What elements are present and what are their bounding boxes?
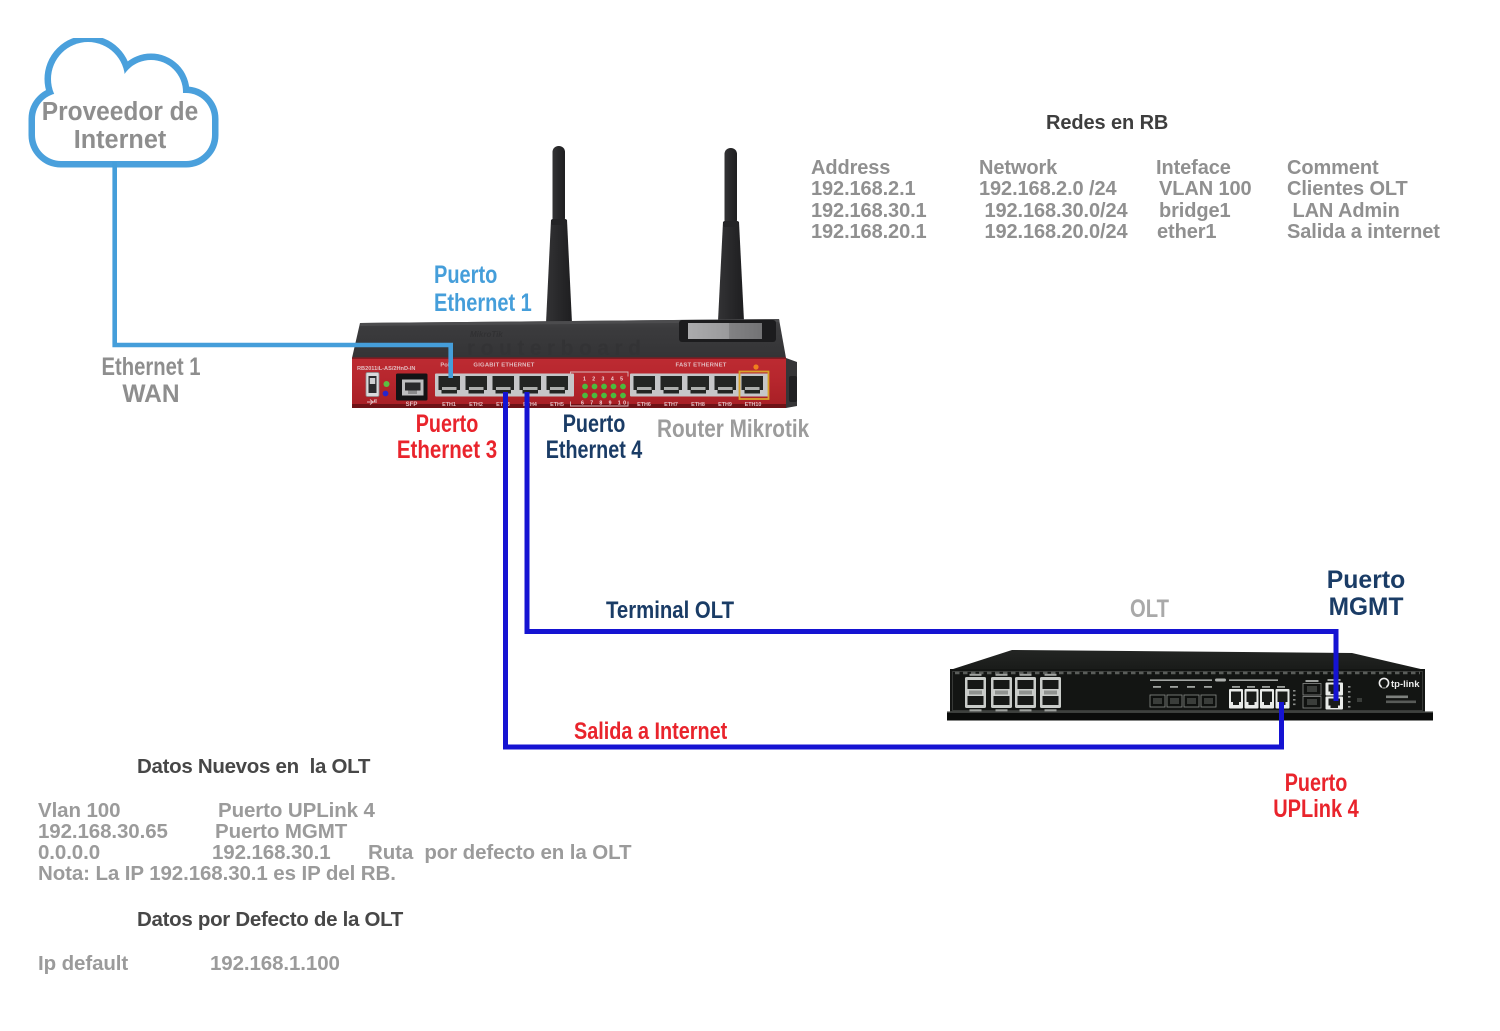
table-cell: bridge1 — [1159, 199, 1231, 222]
table-cell: 192.168.20.0/24 — [979, 221, 1128, 243]
olt-base — [947, 711, 1433, 721]
cloud-shape — [28, 38, 219, 168]
table-cell: 192.168.2.0 /24 — [979, 178, 1117, 200]
label-puerto-uplink4-line2: UPLink 4 — [1272, 795, 1359, 823]
isp-cloud — [28, 38, 219, 168]
router-mikrotik-device: MikroTik routerboard RB2011iL-AS/2HnD-IN… — [352, 146, 797, 408]
notes-new-title: Datos Nuevos en la OLT — [137, 754, 371, 778]
table-cell: VLAN 100 — [1159, 178, 1252, 200]
label-ethernet1-wan-line1: Ethernet 1 — [100, 353, 201, 381]
label-puerto-uplink4: Puerto UPLink 4 — [1236, 770, 1396, 822]
svg-text:ETH8: ETH8 — [691, 402, 705, 408]
label-puerto-ethernet1-line2: Ethernet 1 — [434, 288, 532, 317]
label-puerto-ethernet4: Puerto Ethernet 4 — [514, 411, 674, 463]
table-cell: LAN Admin — [1287, 199, 1400, 222]
table-cell: Clientes OLT — [1287, 178, 1408, 200]
table-cell: 192.168.30.1 — [811, 199, 927, 222]
router-lcd-screen — [679, 320, 776, 342]
note-row-cell: 192.168.1.100 — [210, 952, 340, 975]
table-title: Redes en RB — [1046, 111, 1169, 134]
note-row-cell: 192.168.30.1 — [212, 840, 331, 864]
table-cell: ether1 — [1157, 221, 1217, 243]
router-fast-label: FAST ETHERNET — [675, 363, 726, 369]
table-header-address: Address — [811, 156, 891, 179]
label-olt: OLT — [1130, 594, 1169, 623]
router-gigabit-label: GIGABIT ETHERNET — [473, 363, 534, 369]
label-puerto-ethernet1-line1: Puerto — [434, 261, 498, 289]
router-brand-small: MikroTik — [470, 330, 503, 339]
router-gigabit-ports — [435, 373, 574, 397]
label-salida-internet: Salida a Internet — [574, 717, 728, 745]
cloud-label: Proveedor de Internet — [30, 98, 210, 154]
svg-text:tp-link: tp-link — [1391, 679, 1420, 690]
note-row-cell: Nota: La IP 192.168.30.1 es IP del RB. — [38, 861, 396, 885]
olt-sfp-pair — [1302, 680, 1322, 709]
router-led-orange — [753, 364, 759, 370]
note-row-cell: Puerto UPLink 4 — [218, 798, 375, 822]
label-terminal-olt: Terminal OLT — [606, 596, 735, 624]
router-led-green — [383, 381, 390, 387]
router-led-blue — [382, 390, 389, 397]
svg-text:ETH2: ETH2 — [469, 402, 483, 408]
router-brand-board: routerboard — [467, 337, 647, 360]
table-cell: Salida a internet — [1287, 221, 1440, 243]
table-header-network: Network — [979, 156, 1058, 179]
table-header-inteface: Inteface — [1156, 156, 1231, 179]
table-cell: 192.168.2.1 — [811, 178, 916, 200]
cloud-label-line1: Proveedor de — [41, 98, 199, 126]
label-puerto-ethernet3-line2: Ethernet 3 — [396, 436, 498, 464]
olt-led-column — [1348, 686, 1351, 708]
label-puerto-uplink4-line1: Puerto — [1284, 769, 1347, 797]
label-puerto-mgmt-line1: Puerto — [1326, 566, 1405, 594]
label-puerto-ethernet4-line2: Ethernet 4 — [545, 436, 642, 464]
svg-text:ETH6: ETH6 — [637, 402, 651, 408]
router-model-text: RB2011iL-AS/2HnD-IN — [357, 366, 415, 372]
svg-text:ETH1: ETH1 — [442, 402, 456, 408]
table-header-comment: Comment — [1287, 156, 1379, 179]
router-antenna-left — [546, 146, 572, 323]
cloud-label-line2: Internet — [73, 125, 167, 154]
label-ethernet1-wan: Ethernet 1 WAN — [71, 354, 231, 407]
note-row-cell: 0.0.0.0 — [38, 840, 100, 864]
router-sfp-label: SFP — [406, 402, 418, 408]
usb-icon — [367, 399, 377, 405]
router-top-case — [352, 319, 786, 358]
label-router-mikrotik: Router Mikrotik — [657, 415, 810, 443]
olt-device: tp-link — [947, 650, 1433, 721]
label-puerto-ethernet4-line1: Puerto — [562, 410, 625, 438]
label-puerto-ethernet3: Puerto Ethernet 3 — [367, 411, 527, 463]
label-puerto-ethernet1: Puerto Ethernet 1 — [434, 261, 556, 317]
note-row-cell: 192.168.30.65 — [38, 819, 168, 843]
router-fast-ports — [630, 370, 770, 400]
router-antenna-right — [718, 148, 744, 321]
svg-text:ETH3: ETH3 — [496, 402, 510, 408]
table-cell: 192.168.30.0/24 — [979, 199, 1128, 222]
note-row-cell: Ruta por defecto en la OLT — [368, 840, 632, 864]
router-sfp-cage — [396, 373, 428, 401]
notes-default-title: Datos por Defecto de la OLT — [137, 907, 404, 931]
svg-text:1 2 3 4 5: 1 2 3 4 5 — [583, 377, 623, 383]
svg-text:ETH10: ETH10 — [745, 402, 762, 408]
olt-mgmt-ports — [1325, 679, 1343, 710]
olt-model-marks — [1357, 695, 1416, 704]
svg-text:ETH9: ETH9 — [718, 402, 732, 408]
router-usb-port — [365, 372, 380, 397]
note-row-cell: Vlan 100 — [38, 798, 121, 822]
note-row-cell: Puerto MGMT — [215, 819, 348, 843]
label-puerto-ethernet3-line1: Puerto — [415, 410, 479, 438]
label-ethernet1-wan-line2: WAN — [121, 379, 180, 408]
router-poe-label: PoE — [440, 363, 451, 369]
table-cell: 192.168.20.1 — [811, 221, 927, 243]
olt-top-case — [950, 650, 1425, 670]
label-puerto-mgmt-line2: MGMT — [1328, 593, 1403, 621]
svg-text:ETH5: ETH5 — [550, 402, 564, 408]
note-row-cell: Ip default — [38, 952, 129, 975]
label-puerto-mgmt: Puerto MGMT — [1286, 567, 1446, 621]
tplink-logo: tp-link — [1378, 677, 1420, 690]
svg-text:ETH4: ETH4 — [523, 402, 537, 408]
svg-text:ETH7: ETH7 — [664, 402, 678, 408]
